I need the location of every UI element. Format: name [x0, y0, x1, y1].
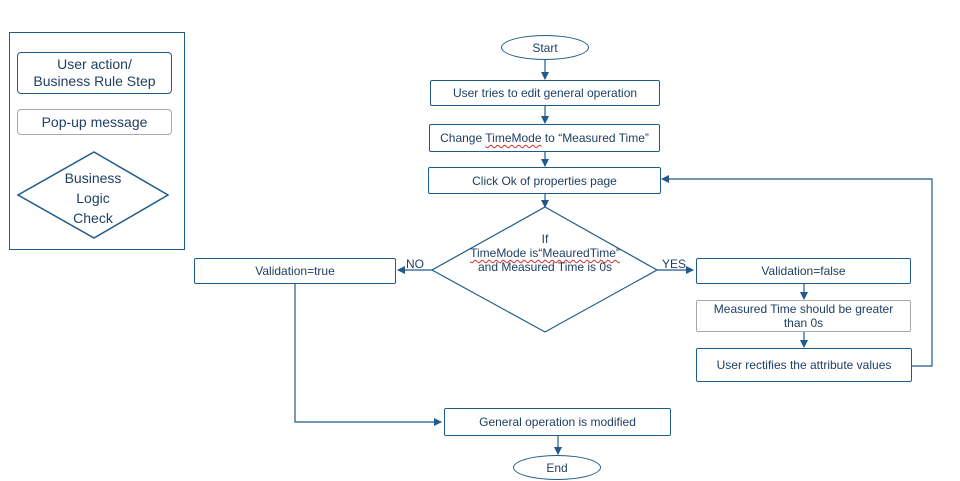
- rectify-label: User rectifies the attribute values: [716, 358, 892, 372]
- popup-line1: Measured Time should be greater: [713, 302, 894, 316]
- decision-line2: TimeMode is“MeauredTime”: [470, 246, 620, 260]
- step-click-ok: Click Ok of properties page: [428, 167, 661, 194]
- start-label: Start: [532, 40, 558, 55]
- true-to-modified-line: [294, 284, 442, 426]
- popup-message-box: Measured Time should be greater than 0s: [696, 300, 911, 332]
- step2-suffix: to “Measured Time”: [541, 131, 649, 145]
- step-change-timemode: Change TimeMode to “Measured Time”: [429, 124, 660, 152]
- loop-back-line: [661, 175, 933, 367]
- legend-panel: User action/ Business Rule Step Pop-up m…: [9, 32, 185, 250]
- legend-action-box: User action/ Business Rule Step: [17, 52, 172, 94]
- legend-check-line1: Business: [64, 170, 122, 186]
- yes-label: YES: [662, 257, 687, 271]
- start-node: Start: [501, 35, 589, 60]
- popup-line2: than 0s: [783, 316, 824, 330]
- legend-check-label: Business Logic Check: [10, 168, 176, 228]
- legend-popup-label: Pop-up message: [41, 113, 148, 130]
- decision-text: If TimeMode is“MeauredTime” and Measured…: [452, 232, 638, 274]
- step-edit-operation: User tries to edit general operation: [430, 80, 660, 106]
- step2-token: TimeMode: [485, 131, 542, 145]
- legend-check-line2: Logic: [76, 190, 110, 206]
- end-node: End: [513, 455, 601, 480]
- legend-check-line3: Check: [73, 210, 113, 226]
- operation-modified-label: General operation is modified: [479, 415, 636, 429]
- step2-prefix: Change: [440, 131, 486, 145]
- end-label: End: [546, 460, 568, 475]
- step-edit-operation-label: User tries to edit general operation: [452, 86, 638, 100]
- validation-true-box: Validation=true: [194, 258, 396, 284]
- operation-modified-box: General operation is modified: [444, 408, 671, 436]
- legend-decision-diamond: [16, 151, 170, 239]
- legend-popup-box: Pop-up message: [17, 109, 172, 135]
- legend-action-label-line2: Business Rule Step: [33, 73, 156, 89]
- validation-false-box: Validation=false: [696, 258, 911, 284]
- validation-false-label: Validation=false: [761, 264, 846, 278]
- legend-action-label-line1: User action/: [57, 56, 132, 72]
- no-label: NO: [406, 257, 424, 271]
- decision-diamond: [430, 206, 659, 333]
- rectify-box: User rectifies the attribute values: [696, 348, 912, 382]
- decision-line1: If: [541, 232, 549, 246]
- step-change-timemode-label: Change TimeMode to “Measured Time”: [440, 131, 649, 145]
- decision-line3: and Measured Time is 0s: [477, 260, 613, 274]
- step-click-ok-label: Click Ok of properties page: [472, 173, 617, 188]
- validation-true-label: Validation=true: [255, 264, 335, 278]
